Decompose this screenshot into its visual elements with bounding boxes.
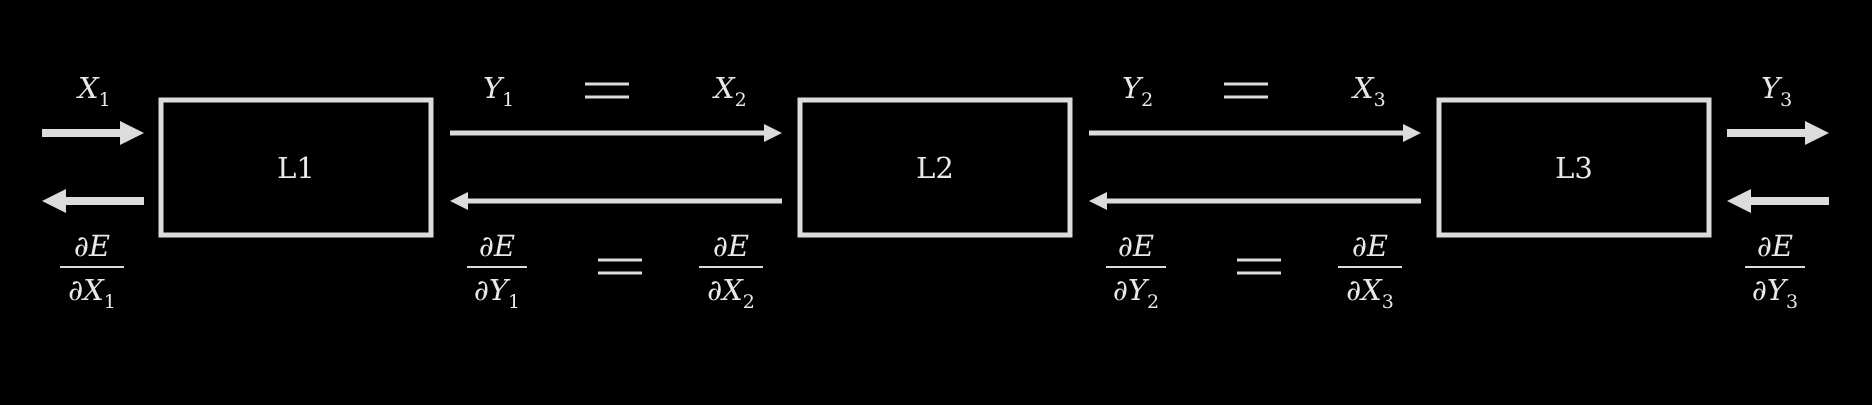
layer-box-l2 (797, 97, 1073, 238)
gradient-dE-dY2: ∂E ∂Y2 (1106, 229, 1166, 313)
label-y2-base: Y (1122, 71, 1144, 105)
grad-x3-sub: 3 (1382, 291, 1394, 313)
backward-arrow-l2-l1 (450, 192, 782, 210)
gradient-dE-dY1: ∂E ∂Y1 (467, 229, 527, 313)
gradient-dE-dY3: ∂E ∂Y3 (1745, 229, 1805, 313)
grad-y3-partial: ∂ (1757, 229, 1772, 263)
grad-y3-var: Y (1767, 273, 1789, 307)
svg-text:∂E: ∂E (1757, 229, 1793, 263)
label-y1-base: Y (483, 71, 505, 105)
grad-x2-numerator: E (727, 229, 749, 263)
layer-box-l3 (1436, 97, 1712, 238)
label-x3: X3 (1351, 71, 1386, 111)
grad-x2-var: X (720, 273, 744, 307)
label-x2-base: X (712, 71, 736, 105)
grad-x3-numerator: E (1366, 229, 1388, 263)
grad-y3-partial-den: ∂ (1752, 273, 1767, 307)
svg-text:∂E: ∂E (479, 229, 515, 263)
label-y3-base: Y (1761, 71, 1783, 105)
label-y3: Y3 (1761, 71, 1792, 111)
svg-text:∂E: ∂E (713, 229, 749, 263)
output-gradient-arrow (1727, 189, 1829, 213)
equals-sign-top-1 (585, 82, 629, 99)
svg-text:∂E: ∂E (1118, 229, 1154, 263)
grad-x2-partial: ∂ (713, 229, 728, 263)
label-y2: Y2 (1122, 71, 1153, 111)
grad-y2-sub: 2 (1147, 291, 1159, 313)
svg-text:∂E: ∂E (1352, 229, 1388, 263)
svg-text:∂Y3: ∂Y3 (1752, 273, 1798, 313)
equals-sign-bottom-1 (598, 258, 642, 275)
grad-x1-partial-den: ∂ (68, 273, 83, 307)
grad-y2-partial: ∂ (1118, 229, 1133, 263)
grad-y2-partial-den: ∂ (1113, 273, 1128, 307)
grad-x3-partial: ∂ (1352, 229, 1367, 263)
gradient-dE-dX3: ∂E ∂X3 (1338, 229, 1402, 313)
label-y1: Y1 (483, 71, 514, 111)
forward-arrow-l2-l3 (1089, 124, 1421, 142)
equals-sign-bottom-2 (1237, 258, 1281, 275)
grad-y3-sub: 3 (1786, 291, 1798, 313)
output-arrow (1727, 121, 1829, 145)
label-x2: X2 (712, 71, 747, 111)
svg-text:∂X2: ∂X2 (707, 273, 755, 313)
grad-y1-sub: 1 (508, 291, 520, 313)
grad-y1-partial-den: ∂ (474, 273, 489, 307)
grad-y2-numerator: E (1132, 229, 1154, 263)
label-x3-base: X (1351, 71, 1375, 105)
grad-y1-var: Y (489, 273, 511, 307)
label-y2-sub: 2 (1141, 89, 1153, 111)
grad-y1-partial: ∂ (479, 229, 494, 263)
layer-box-l1 (158, 97, 434, 238)
svg-text:∂Y2: ∂Y2 (1113, 273, 1159, 313)
svg-text:∂X1: ∂X1 (68, 273, 116, 313)
label-x1-sub: 1 (99, 89, 111, 111)
layer-label-l1: L1 (277, 151, 315, 185)
grad-x1-numerator: E (88, 229, 110, 263)
layer-label-l2: L2 (916, 151, 954, 185)
svg-text:∂E: ∂E (74, 229, 110, 263)
grad-y2-var: Y (1128, 273, 1150, 307)
grad-y1-numerator: E (493, 229, 515, 263)
equals-sign-top-2 (1224, 82, 1268, 99)
grad-x2-sub: 2 (743, 291, 755, 313)
grad-x1-var: X (81, 273, 105, 307)
input-arrow (42, 121, 144, 145)
label-y3-sub: 3 (1780, 89, 1792, 111)
grad-x2-partial-den: ∂ (707, 273, 722, 307)
backward-arrow-l3-l2 (1089, 192, 1421, 210)
grad-x3-var: X (1359, 273, 1383, 307)
input-gradient-arrow (42, 189, 144, 213)
svg-text:∂Y1: ∂Y1 (474, 273, 520, 313)
gradient-dE-dX2: ∂E ∂X2 (699, 229, 763, 313)
grad-x3-partial-den: ∂ (1346, 273, 1361, 307)
label-y1-sub: 1 (502, 89, 514, 111)
gradient-dE-dX1: ∂E ∂X1 (60, 229, 124, 313)
label-x3-sub: 3 (1374, 89, 1386, 111)
layer-label-l3: L3 (1555, 151, 1593, 185)
forward-arrow-l1-l2 (450, 124, 782, 142)
label-x2-sub: 2 (735, 89, 747, 111)
grad-x1-sub: 1 (104, 291, 116, 313)
label-x1: X1 (76, 71, 111, 111)
grad-y3-numerator: E (1771, 229, 1793, 263)
label-x1-base: X (76, 71, 100, 105)
svg-text:∂X3: ∂X3 (1346, 273, 1394, 313)
grad-x1-partial: ∂ (74, 229, 89, 263)
